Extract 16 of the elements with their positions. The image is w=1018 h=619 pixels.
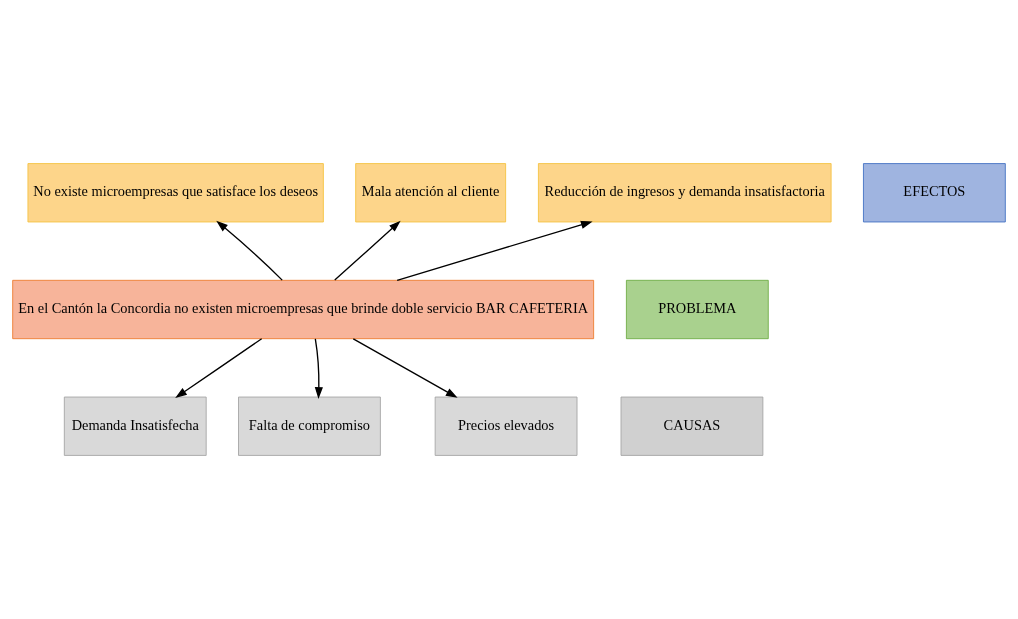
node-box: Precios elevados xyxy=(434,396,578,456)
node-box: En el Cantón la Concordia no existen microempresas que brinde doble servicio BAR CAFETERIA xyxy=(12,279,595,340)
node-box: Reducción de ingresos y demanda insatisfactoria xyxy=(537,163,832,223)
arrow xyxy=(216,220,283,281)
node-box: CAUSAS xyxy=(620,396,764,456)
arrow xyxy=(352,338,458,398)
arrow xyxy=(396,220,593,281)
node-box: Falta de compromiso xyxy=(238,396,381,456)
node-box: No existe microempresas que satisface los deseos xyxy=(27,163,324,223)
node-box: EFECTOS xyxy=(863,163,1006,223)
arrow xyxy=(175,338,263,398)
node-box: Mala atención al cliente xyxy=(355,163,507,223)
node-box: PROBLEMA xyxy=(625,279,769,340)
node-box: Demanda Insatisfecha xyxy=(63,396,207,456)
arrow xyxy=(314,338,323,399)
arrow xyxy=(334,220,401,281)
